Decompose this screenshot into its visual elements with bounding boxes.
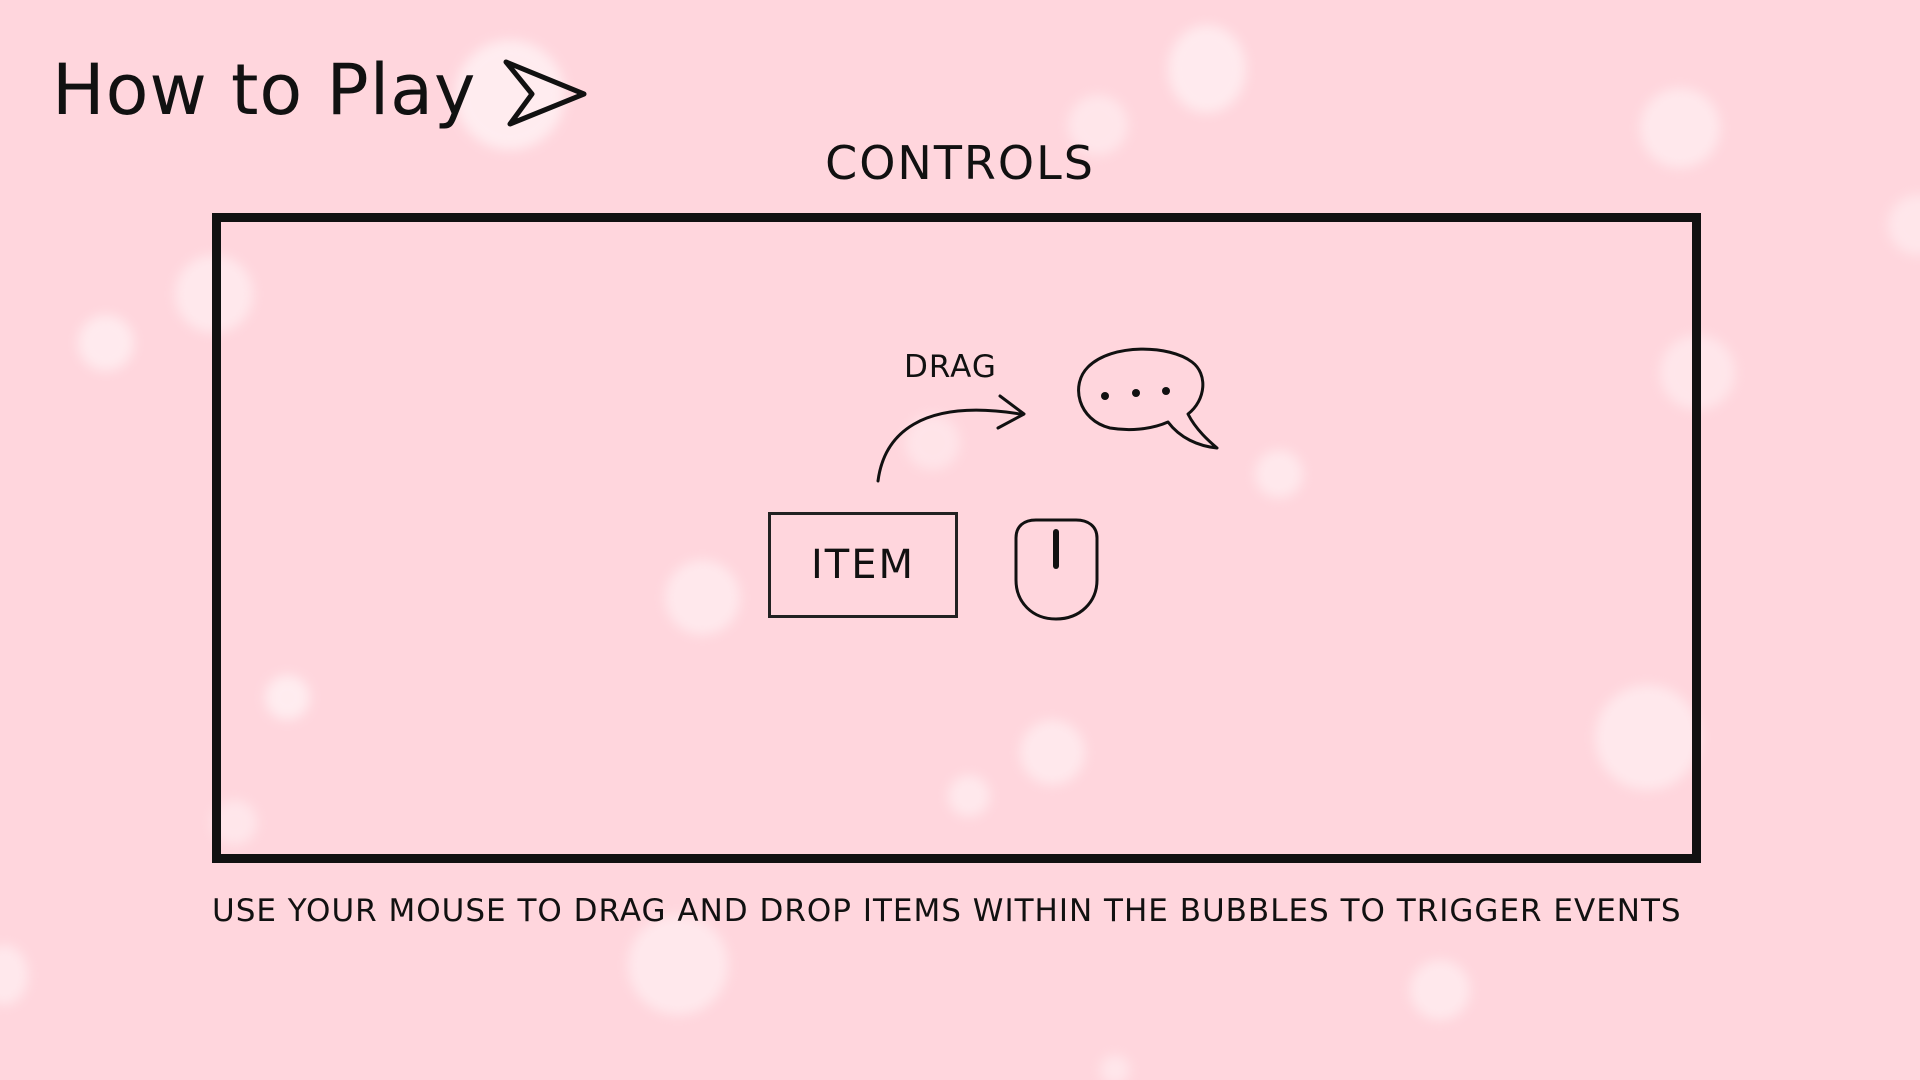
item-example-box: ITEM [768, 512, 958, 618]
section-title: CONTROLS [825, 136, 1095, 190]
instructions-text: USE YOUR MOUSE TO DRAG AND DROP ITEMS WI… [212, 893, 1682, 929]
drag-label: DRAG [904, 349, 997, 385]
controls-panel [212, 213, 1701, 863]
play-triangle-icon[interactable] [502, 56, 588, 132]
page-header: How to Play [52, 48, 588, 132]
page-title: How to Play [52, 49, 477, 131]
item-label: ITEM [810, 542, 915, 588]
